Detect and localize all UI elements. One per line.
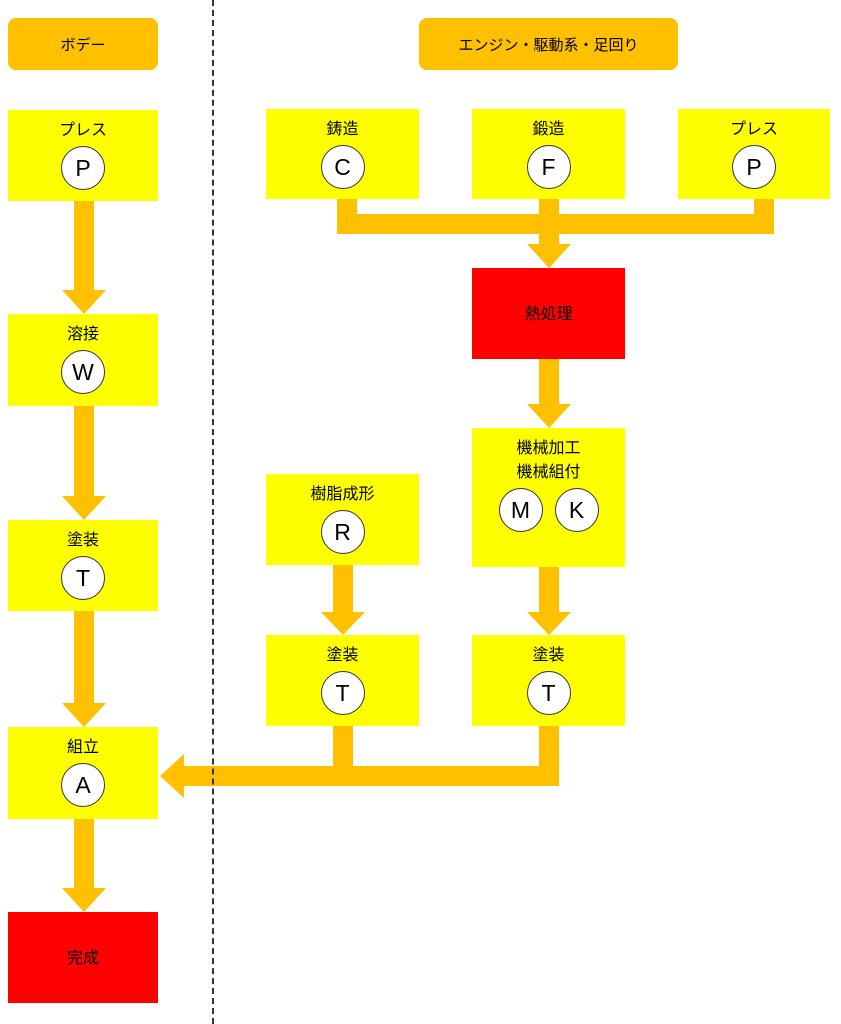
node-press-body: プレス P [8, 110, 158, 201]
node-resin-molding: 樹脂成形 R [266, 474, 419, 565]
node-paint-resin: 塗装 T [266, 635, 419, 726]
node-label: 樹脂成形 [310, 484, 375, 503]
connector-merge-horizontal [337, 214, 774, 234]
arrow-paint-to-assembly [62, 611, 106, 727]
process-code-badge: T [526, 671, 571, 715]
node-label: 完成 [66, 947, 99, 967]
header-engine-label: エンジン・駆動系・足回り [458, 35, 639, 54]
node-label: 鍛造 [532, 119, 565, 138]
arrow-heat-to-machining [527, 359, 571, 428]
node-label: 熱処理 [524, 303, 573, 323]
node-label: 塗装 [532, 645, 565, 664]
node-assembly: 組立 A [8, 727, 158, 819]
header-body-label: ボデー [60, 35, 106, 54]
node-label: 鋳造 [326, 119, 359, 138]
section-divider [212, 0, 214, 1024]
process-code-badge: T [320, 671, 365, 715]
header-engine: エンジン・駆動系・足回り [419, 18, 678, 70]
node-label: プレス [58, 120, 107, 139]
node-heat-treatment: 熱処理 [472, 268, 625, 359]
node-label-machining: 機械加工 [516, 438, 581, 457]
process-code-badge: C [320, 145, 365, 189]
node-machining: 機械加工 機械組付 M K [472, 428, 625, 567]
node-label: プレス [729, 119, 778, 138]
node-paint-body: 塗装 T [8, 520, 158, 611]
process-code-badge-m: M [498, 488, 543, 532]
arrow-merge-to-heat [527, 234, 571, 268]
arrow-resin-to-paint [321, 565, 365, 635]
node-complete: 完成 [8, 912, 158, 1003]
node-casting: 鋳造 C [266, 109, 419, 199]
process-code-badge-k: K [554, 488, 599, 532]
node-weld: 溶接 W [8, 314, 158, 406]
process-code-badge: R [320, 510, 365, 554]
arrow-press-to-weld [62, 200, 106, 314]
node-forging: 鍛造 F [472, 109, 625, 199]
process-code-badge: F [526, 145, 571, 189]
node-label: 塗装 [66, 530, 99, 549]
header-body: ボデー [8, 18, 158, 70]
process-code-badge: P [61, 146, 105, 190]
node-label-assembly-fit: 機械組付 [516, 462, 581, 481]
arrow-merge-to-assembly [160, 754, 559, 798]
process-code-badge: P [732, 145, 776, 189]
node-label: 溶接 [66, 324, 99, 343]
node-label: 組立 [66, 737, 99, 756]
process-code-badge: T [61, 556, 105, 600]
node-label: 塗装 [326, 645, 359, 664]
process-code-badge: W [61, 350, 105, 394]
arrow-weld-to-paint [62, 406, 106, 520]
node-press-engine: プレス P [678, 109, 830, 199]
process-code-badge: A [61, 763, 105, 807]
node-paint-machined: 塗装 T [472, 635, 625, 726]
arrow-assembly-to-complete [62, 819, 106, 912]
arrow-machining-to-paint [527, 567, 571, 635]
